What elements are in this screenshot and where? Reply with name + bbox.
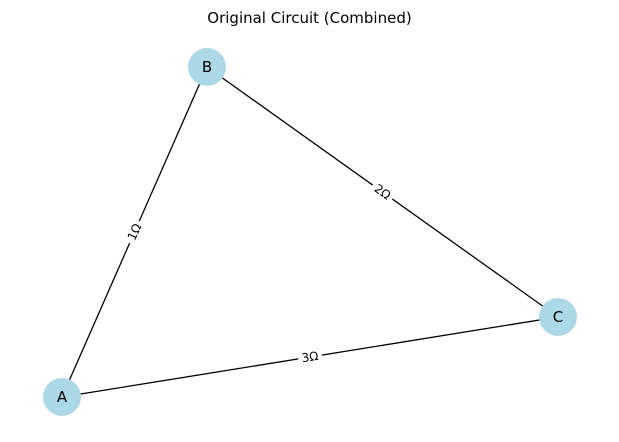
edge-label-a-c: 3Ω <box>296 347 324 367</box>
node-c: C <box>539 298 577 336</box>
node-b: B <box>188 48 226 86</box>
svg-text:3Ω: 3Ω <box>301 349 320 365</box>
edge-label-b-c: 2Ω <box>368 178 397 206</box>
edge-labels-layer: 1Ω 2Ω 3Ω <box>122 178 397 367</box>
svg-text:C: C <box>553 308 563 326</box>
svg-text:B: B <box>202 58 212 76</box>
svg-text:A: A <box>57 388 68 406</box>
edge-label-a-b: 1Ω <box>122 217 147 247</box>
nodes-layer: A B C <box>43 48 577 416</box>
node-a: A <box>43 378 81 416</box>
diagram-title: Original Circuit (Combined) <box>207 9 411 27</box>
svg-text:1Ω: 1Ω <box>125 221 145 242</box>
